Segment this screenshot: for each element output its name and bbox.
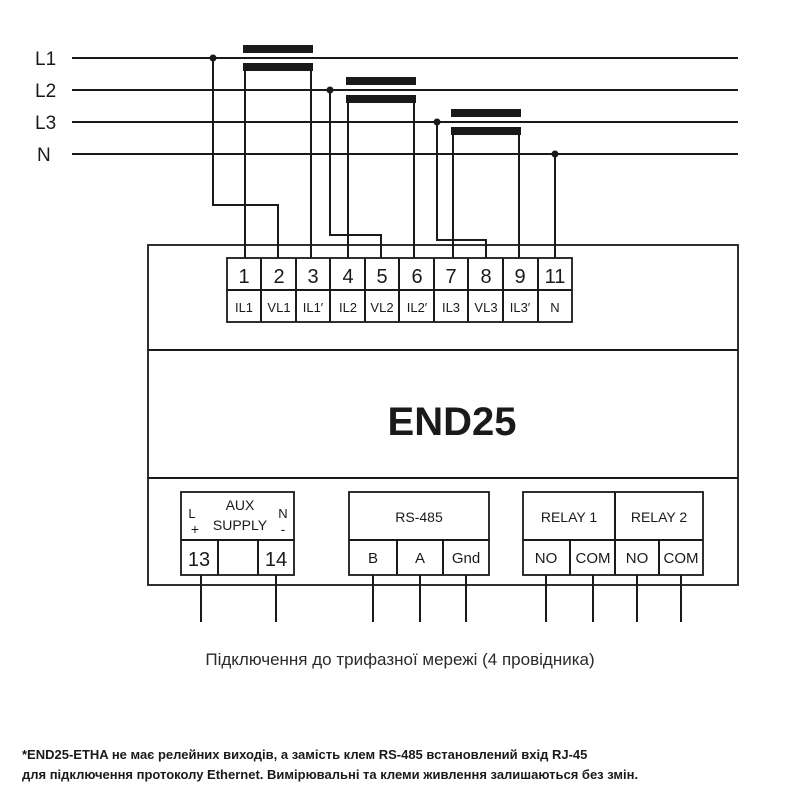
current-transformer-l1	[243, 45, 313, 71]
line-label-l3: L3	[35, 113, 56, 134]
aux-n-letter: N	[278, 506, 287, 521]
terminal-wiring	[212, 58, 556, 258]
rs485-pin-b: B	[368, 550, 378, 567]
terminal-label-11: N	[550, 300, 559, 315]
diagram-caption: Підключення до трифазної мережі (4 прові…	[205, 650, 595, 669]
terminal-number-7: 7	[445, 266, 456, 288]
aux-plus-sign: +	[191, 521, 199, 537]
rs485-pin-gnd: Gnd	[452, 550, 480, 567]
footnote-line-2: для підключення протоколу Ethernet. Вимі…	[22, 767, 639, 782]
rs485-pin-a: A	[415, 550, 425, 567]
current-transformer-l2	[346, 77, 416, 103]
terminal-number-5: 5	[376, 266, 387, 288]
device-name: END25	[388, 400, 517, 444]
terminal-number-11: 11	[545, 266, 566, 288]
relay1-pin-com: COM	[576, 550, 611, 567]
terminal-number-8: 8	[480, 266, 491, 288]
terminal-label-8: VL3	[474, 300, 497, 315]
relay1-pin-no: NO	[535, 550, 558, 567]
terminal-label-2: VL1	[267, 300, 290, 315]
relay2-pin-no: NO	[626, 550, 649, 567]
relay2-pin-com: COM	[664, 550, 699, 567]
terminal-label-6: IL2′	[407, 300, 428, 315]
terminal-label-7: IL3	[442, 300, 460, 315]
terminal-label-4: IL2	[339, 300, 357, 315]
output-wires	[200, 575, 682, 622]
terminal-number-1: 1	[238, 266, 249, 288]
aux-supply-block	[180, 491, 295, 576]
terminal-number-9: 9	[514, 266, 525, 288]
terminal-label-3: IL1′	[303, 300, 324, 315]
terminal-label-5: VL2	[370, 300, 393, 315]
terminal-label-1: IL1	[235, 300, 253, 315]
line-label-n: N	[37, 145, 51, 166]
relay-block	[522, 491, 704, 576]
terminal-number-3: 3	[307, 266, 318, 288]
aux-title-bottom: SUPPLY	[213, 517, 268, 533]
relay1-title: RELAY 1	[541, 509, 598, 525]
terminal-label-9: IL3′	[510, 300, 531, 315]
terminal-number-2: 2	[273, 266, 284, 288]
measurement-terminal-block	[226, 257, 573, 323]
rs485-title: RS-485	[395, 509, 443, 525]
footnote: *END25-ETHA не має релейних виходів, а з…	[22, 745, 792, 785]
aux-title-top: AUX	[226, 497, 255, 513]
aux-terminal-13: 13	[188, 549, 210, 571]
line-label-l2: L2	[35, 81, 56, 102]
footnote-line-1: *END25-ETHA не має релейних виходів, а з…	[22, 747, 588, 762]
aux-l-letter: L	[188, 506, 195, 521]
line-label-l1: L1	[35, 49, 56, 70]
aux-minus-sign: -	[281, 521, 286, 537]
current-transformer-l3	[451, 109, 521, 135]
aux-terminal-14: 14	[265, 549, 287, 571]
device-enclosure	[147, 244, 739, 586]
terminal-number-6: 6	[411, 266, 422, 288]
terminal-number-4: 4	[342, 266, 353, 288]
relay2-title: RELAY 2	[631, 509, 688, 525]
